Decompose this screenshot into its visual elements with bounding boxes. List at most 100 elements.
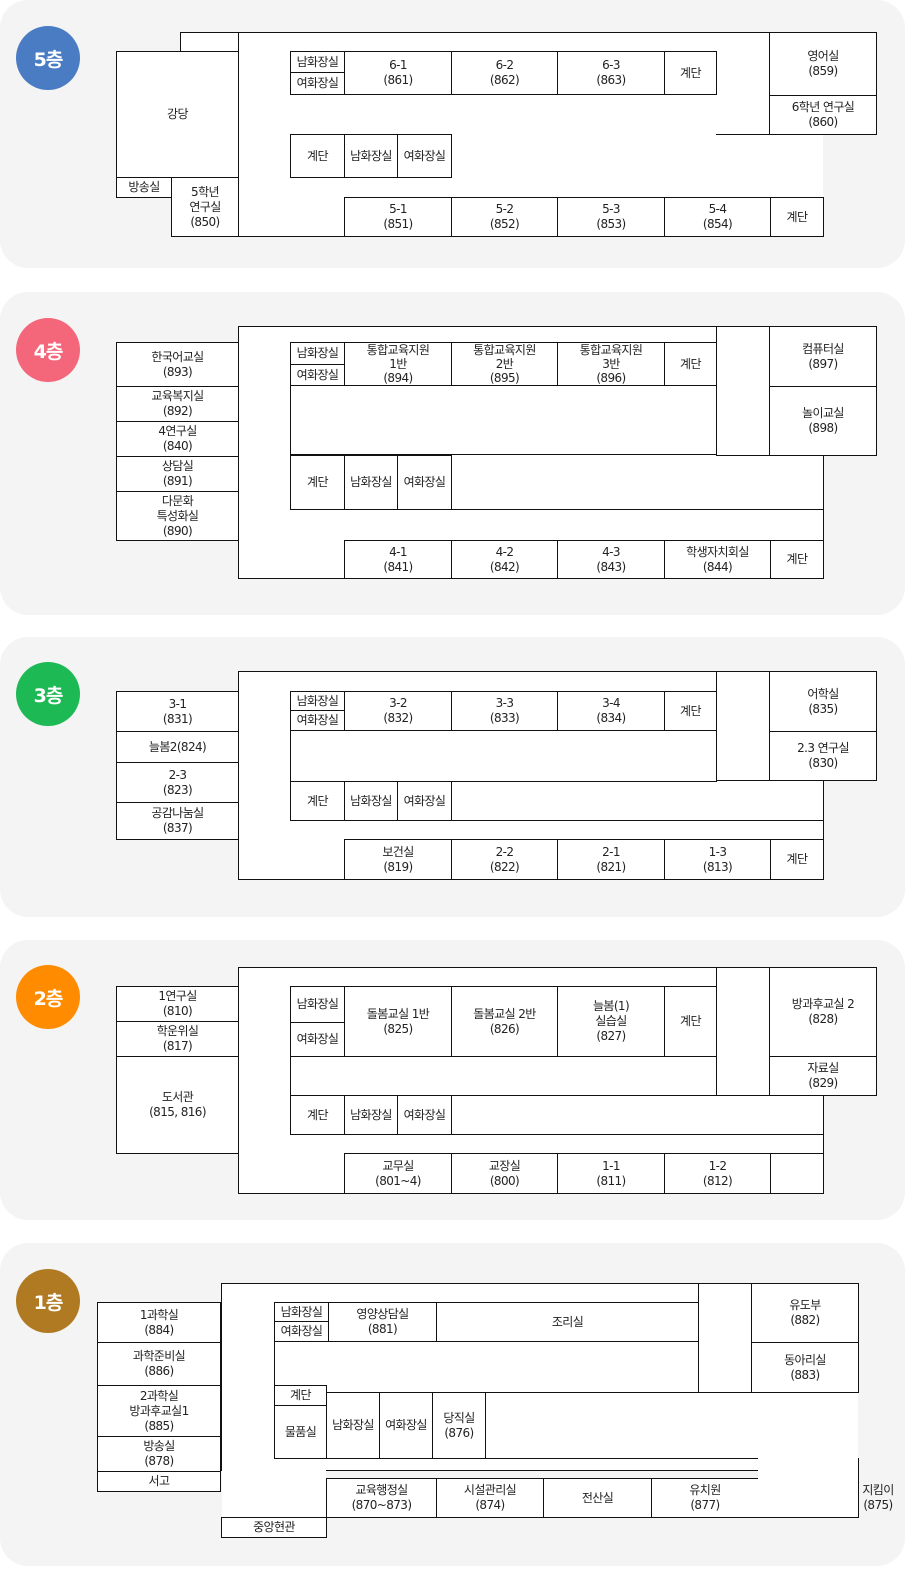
room-restroom-men-2[interactable]: 남화장실 — [344, 781, 398, 821]
room-stairs-top[interactable]: 계단 — [664, 342, 717, 386]
room-restroom-men-2[interactable]: 남화장실 — [344, 455, 398, 510]
room-broadcast[interactable]: 방송실 (878) — [97, 1436, 221, 1472]
room-integrated-2[interactable]: 통합교육지원 2반 (895) — [451, 342, 558, 386]
room-materials[interactable]: 자료실 (829) — [769, 1056, 877, 1096]
room-restroom-men-2[interactable]: 남화장실 — [344, 1095, 398, 1135]
room-care2[interactable]: 늘봄2(824) — [116, 731, 239, 763]
room-stairs-mid[interactable]: 계단 — [290, 781, 345, 821]
room-student-council[interactable]: 학생자치회실 (844) — [664, 540, 771, 579]
room-restroom-men[interactable]: 남화장실 — [290, 986, 345, 1023]
room-korean[interactable]: 한국어교실 (893) — [116, 342, 239, 387]
room-restroom-women-2[interactable]: 여화장실 — [397, 781, 452, 821]
room-3-2[interactable]: 3-2 (832) — [344, 691, 452, 731]
room-3-3[interactable]: 3-3 (833) — [451, 691, 558, 731]
room-4-1[interactable]: 4-1 (841) — [344, 540, 452, 579]
room-4-3[interactable]: 4-3 (843) — [557, 540, 665, 579]
room-5-4[interactable]: 5-4 (854) — [664, 197, 771, 237]
room-restroom-women[interactable]: 여화장실 — [274, 1321, 329, 1342]
room-language[interactable]: 어학실 (835) — [769, 671, 877, 732]
room-auditorium[interactable]: 강당 — [116, 51, 239, 178]
room-principal[interactable]: 교장실 (800) — [451, 1153, 558, 1194]
room-supply[interactable]: 물품실 — [274, 1405, 327, 1459]
room-practice[interactable]: 늘봄(1) 실습실 (827) — [557, 986, 665, 1057]
room-2-2[interactable]: 2-2 (822) — [451, 839, 558, 880]
room-restroom-men[interactable]: 남화장실 — [274, 1302, 329, 1322]
room-restroom-women[interactable]: 여화장실 — [290, 72, 345, 95]
room-welfare[interactable]: 교육복지실 (892) — [116, 386, 239, 422]
room-6-1[interactable]: 6-1 (861) — [344, 51, 452, 95]
room-5-2[interactable]: 5-2 (852) — [451, 197, 558, 237]
room-stairs[interactable]: 계단 — [274, 1385, 327, 1406]
room-care-1[interactable]: 돌봄교실 1반 (825) — [344, 986, 452, 1057]
room-stairs-mid[interactable]: 계단 — [290, 1095, 345, 1135]
room-stairs-bottom[interactable]: 계단 — [770, 839, 824, 880]
room-integrated-1[interactable]: 통합교육지원 1반 (894) — [344, 342, 452, 386]
room-facility[interactable]: 시설관리실 (874) — [436, 1478, 544, 1518]
room-restroom-men[interactable]: 남화장실 — [290, 51, 345, 73]
room-6-3[interactable]: 6-3 (863) — [557, 51, 665, 95]
room-5-3[interactable]: 5-3 (853) — [557, 197, 665, 237]
room-lab6[interactable]: 6학년 연구실 (860) — [769, 95, 877, 135]
room-1-3[interactable]: 1-3 (813) — [664, 839, 771, 880]
room-stairs-bottom[interactable]: 계단 — [770, 197, 824, 237]
room-admin[interactable]: 교육행정실 (870~873) — [326, 1478, 437, 1518]
room-computer[interactable]: 컴퓨터실 (897) — [769, 326, 877, 387]
room-restroom-women-2[interactable]: 여화장실 — [397, 455, 452, 510]
room-stairs-top[interactable]: 계단 — [664, 986, 717, 1057]
room-restroom-men[interactable]: 남화장실 — [290, 342, 345, 365]
room-6-2[interactable]: 6-2 (862) — [451, 51, 558, 95]
room-club[interactable]: 동아리실 (883) — [751, 1342, 859, 1393]
room-stairs-mid[interactable]: 계단 — [290, 455, 345, 510]
room-play[interactable]: 놀이교실 (898) — [769, 386, 877, 456]
room-empathy[interactable]: 공감나눔실 (837) — [116, 802, 239, 840]
room-science-1[interactable]: 1과학실 (884) — [97, 1302, 221, 1343]
room-lab1[interactable]: 1연구실 (810) — [116, 986, 239, 1022]
room-guard[interactable]: 지킴이 (875) — [862, 1483, 894, 1512]
room-1-1[interactable]: 1-1 (811) — [557, 1153, 665, 1194]
room-3-1[interactable]: 3-1 (831) — [116, 691, 239, 732]
room-restroom-men-2[interactable]: 남화장실 — [326, 1392, 380, 1459]
room-judo[interactable]: 유도부 (882) — [751, 1283, 859, 1343]
room-stairs-top[interactable]: 계단 — [664, 691, 717, 731]
room-restroom-men[interactable]: 남화장실 — [290, 691, 345, 711]
room-care-2[interactable]: 돌봄교실 2반 (826) — [451, 986, 558, 1057]
room-restroom-women[interactable]: 여화장실 — [290, 1022, 345, 1057]
room-counsel[interactable]: 상담실 (891) — [116, 456, 239, 492]
room-lab4[interactable]: 4연구실 (840) — [116, 421, 239, 457]
room-kindergarten[interactable]: 유치원 (877) — [651, 1478, 759, 1518]
room-nutrition[interactable]: 영양상담실 (881) — [328, 1302, 437, 1342]
room-restroom-women[interactable]: 여화장실 — [290, 364, 345, 386]
room-stairs-bottom[interactable]: 계단 — [770, 540, 824, 579]
room-kitchen[interactable]: 조리실 — [436, 1302, 699, 1342]
room-library[interactable]: 도서관 (815, 816) — [116, 1056, 239, 1154]
room-integrated-3[interactable]: 통합교육지원 3반 (896) — [557, 342, 665, 386]
room-restroom-women[interactable]: 여화장실 — [290, 710, 345, 731]
room-science-2[interactable]: 2과학실 방과후교실1 (885) — [97, 1385, 221, 1437]
room-entrance[interactable]: 중앙현관 — [221, 1517, 327, 1538]
room-4-2[interactable]: 4-2 (842) — [451, 540, 558, 579]
room-committee[interactable]: 학운위실 (817) — [116, 1021, 239, 1057]
room-multicultural[interactable]: 다문화 특성화실 (890) — [116, 491, 239, 541]
room-restroom-women-2[interactable]: 여화장실 — [397, 134, 452, 178]
room-english[interactable]: 영어실 (859) — [769, 32, 877, 96]
room-health[interactable]: 보건실 (819) — [344, 839, 452, 880]
room-duty[interactable]: 당직실 (876) — [432, 1392, 486, 1459]
room-1-2[interactable]: 1-2 (812) — [664, 1153, 771, 1194]
room-stairs-mid[interactable]: 계단 — [290, 134, 345, 178]
room-lab23[interactable]: 2.3 연구실 (830) — [769, 731, 877, 781]
room-5-1[interactable]: 5-1 (851) — [344, 197, 452, 237]
room-afterschool-2[interactable]: 방과후교실 2 (828) — [769, 967, 877, 1057]
room-stairs-top[interactable]: 계단 — [664, 51, 717, 95]
room-2-1[interactable]: 2-1 (821) — [557, 839, 665, 880]
room-2-3[interactable]: 2-3 (823) — [116, 762, 239, 803]
room-3-4[interactable]: 3-4 (834) — [557, 691, 665, 731]
room-it[interactable]: 전산실 — [543, 1478, 652, 1518]
room-science-prep[interactable]: 과학준비실 (886) — [97, 1342, 221, 1386]
room-broadcast[interactable]: 방송실 — [116, 177, 172, 198]
room-restroom-women-2[interactable]: 여화장실 — [379, 1392, 433, 1459]
room-lab5[interactable]: 5학년 연구실 (850) — [171, 177, 239, 237]
room-archive[interactable]: 서고 — [97, 1471, 221, 1492]
room-restroom-men-2[interactable]: 남화장실 — [344, 134, 398, 178]
room-staff[interactable]: 교무실 (801~4) — [344, 1153, 452, 1194]
room-restroom-women-2[interactable]: 여화장실 — [397, 1095, 452, 1135]
